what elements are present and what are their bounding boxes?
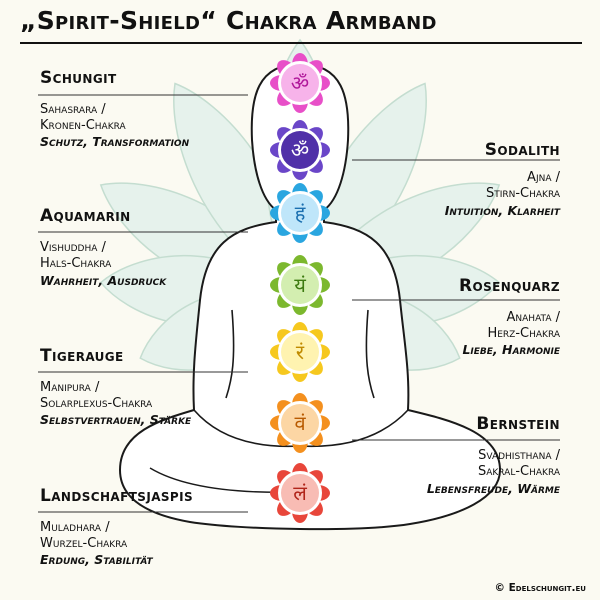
chakra-name-line2: Hals-Chakra	[40, 256, 112, 271]
stone-properties: Erdung, Stabilität	[40, 552, 153, 567]
chakra-name-line1: Vishuddha /	[40, 240, 106, 255]
page-title: „Spirit-Shield“ Chakra Armband	[20, 6, 437, 35]
crown-chakra-glyph: ॐ	[291, 71, 309, 95]
sacral-chakra-glyph: वं	[294, 411, 306, 435]
chakra-name-line2: Sakral-Chakra	[477, 464, 560, 479]
chakra-name-line2: Wurzel-Chakra	[40, 536, 128, 551]
stone-properties: Liebe, Harmonie	[462, 342, 560, 357]
chakra-name-line2: Stirn-Chakra	[485, 186, 560, 201]
chakra-name-line1: Manipura /	[40, 380, 100, 395]
stone-name-landschaftsjaspis: Landschaftsjaspis	[40, 486, 194, 506]
third-eye-chakra-icon: ॐ	[270, 120, 330, 180]
chakra-name-line1: Anahata /	[506, 310, 560, 325]
chakra-name-line1: Muladhara /	[40, 520, 110, 535]
stone-properties: Selbstvertrauen, Stärke	[40, 412, 192, 427]
solar-plexus-chakra-icon: रं	[270, 322, 330, 382]
chakra-name-line1: Sahasrara /	[40, 102, 106, 117]
throat-chakra-glyph: हं	[295, 201, 306, 225]
title-underline	[20, 42, 582, 44]
heart-chakra-icon: यं	[270, 255, 330, 315]
stone-name-tigerauge: Tigerauge	[40, 346, 124, 366]
stone-properties: Lebensfreude, Wärme	[426, 481, 560, 496]
stone-name-aquamarin: Aquamarin	[40, 206, 131, 226]
third-eye-chakra-glyph: ॐ	[291, 138, 309, 162]
stone-properties: Intuition, Klarheit	[444, 203, 560, 218]
crown-chakra-icon: ॐ	[270, 53, 330, 113]
solar-plexus-chakra-glyph: रं	[296, 340, 305, 364]
stone-name-rosenquarz: Rosenquarz	[459, 276, 560, 296]
chakra-name-line1: Ajna /	[527, 170, 560, 185]
heart-chakra-glyph: यं	[294, 273, 306, 297]
stone-name-schungit: Schungit	[40, 68, 117, 88]
stone-properties: Wahrheit, Ausdruck	[40, 273, 167, 288]
sacral-chakra-icon: वं	[270, 393, 330, 453]
throat-chakra-icon: हं	[270, 183, 330, 243]
chakra-name-line2: Herz-Chakra	[487, 326, 560, 341]
stone-name-sodalith: Sodalith	[484, 140, 560, 160]
root-chakra-icon: लं	[270, 463, 330, 523]
copyright-credit: © Edelschungit.eu	[494, 582, 586, 594]
chakra-name-line1: Svadhisthana /	[478, 448, 560, 463]
stone-name-bernstein: Bernstein	[476, 414, 560, 434]
root-chakra-glyph: लं	[293, 481, 307, 505]
chakra-name-line2: Solarplexus-Chakra	[40, 396, 153, 411]
chakra-name-line2: Kronen-Chakra	[40, 118, 126, 133]
stone-properties: Schutz, Transformation	[40, 134, 190, 149]
